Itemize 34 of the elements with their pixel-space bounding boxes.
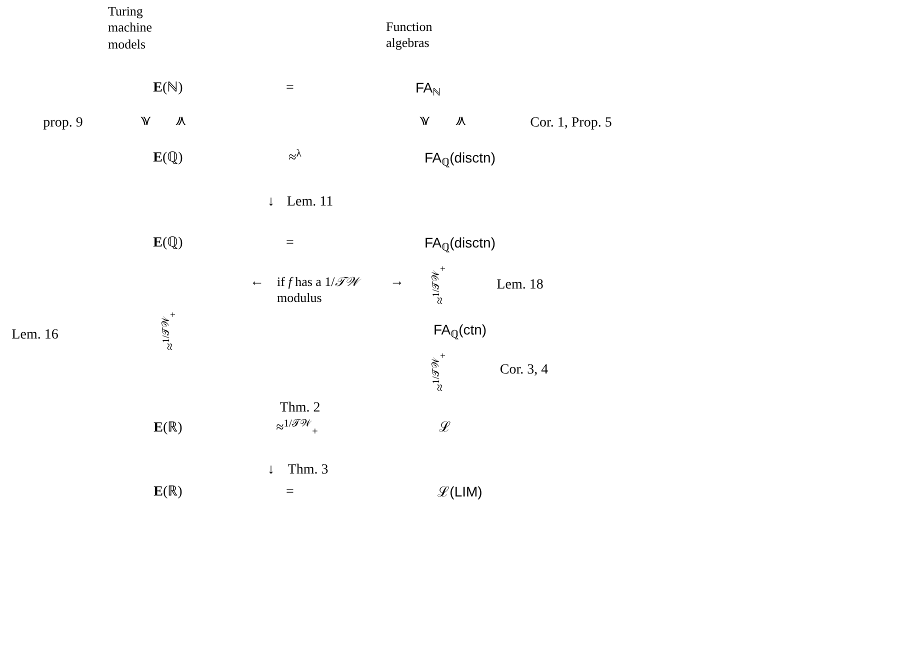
math-text: = xyxy=(286,79,294,97)
math-text: Thm. 2 xyxy=(280,399,320,417)
math-text: Thm. 3 xyxy=(288,461,328,479)
math-text: Cor. 3, 4 xyxy=(500,361,548,379)
math-text: Lem. 18 xyxy=(496,276,544,294)
math-text: ℒ(LIM) xyxy=(438,483,482,501)
column-heading: Turing machine models xyxy=(108,4,154,52)
math-text: ≈$^{λ}$ xyxy=(288,149,302,167)
math-text: = xyxy=(286,483,294,501)
math-text: prop. 9 xyxy=(43,114,83,132)
math-text: Lem. 16 xyxy=(12,326,58,344)
math-text: E(ℕ) xyxy=(153,79,183,97)
math-text: Cor. 1, Prop. 5 xyxy=(530,114,612,132)
math-text: FA$_{ℚ}$(disctn) xyxy=(424,149,496,167)
rotated-relation-symbol: ≽ xyxy=(138,116,154,126)
rotated-relation-symbol: ≽ xyxy=(417,116,434,126)
math-text: → xyxy=(390,273,404,291)
math-text: Lem. 11 xyxy=(286,193,334,211)
math-text: E(ℚ) xyxy=(153,149,183,167)
math-text: FA$_{ℕ}$ xyxy=(415,79,441,97)
rotated-relation-symbol: ≼ xyxy=(173,116,190,126)
math-text: ← xyxy=(250,273,264,291)
math-text: ↓ xyxy=(268,193,274,211)
column-heading: Function algebras xyxy=(386,18,434,52)
math-text: ℒ xyxy=(439,419,451,437)
math-text: FA$_{ℚ}$(disctn) xyxy=(424,234,496,252)
condition-note: if f has a 1/𝒯𝒲 modulus xyxy=(277,274,362,306)
rotated-relation-symbol: ≼ xyxy=(453,116,470,126)
math-text: FA$_{ℚ}$(ctn) xyxy=(433,321,487,339)
math-text: E(ℝ) xyxy=(154,419,182,437)
math-text: = xyxy=(286,234,294,252)
math-text: E(ℚ) xyxy=(153,234,183,252)
math-text: E(ℝ) xyxy=(154,483,182,501)
math-text: ↓ xyxy=(268,461,274,479)
